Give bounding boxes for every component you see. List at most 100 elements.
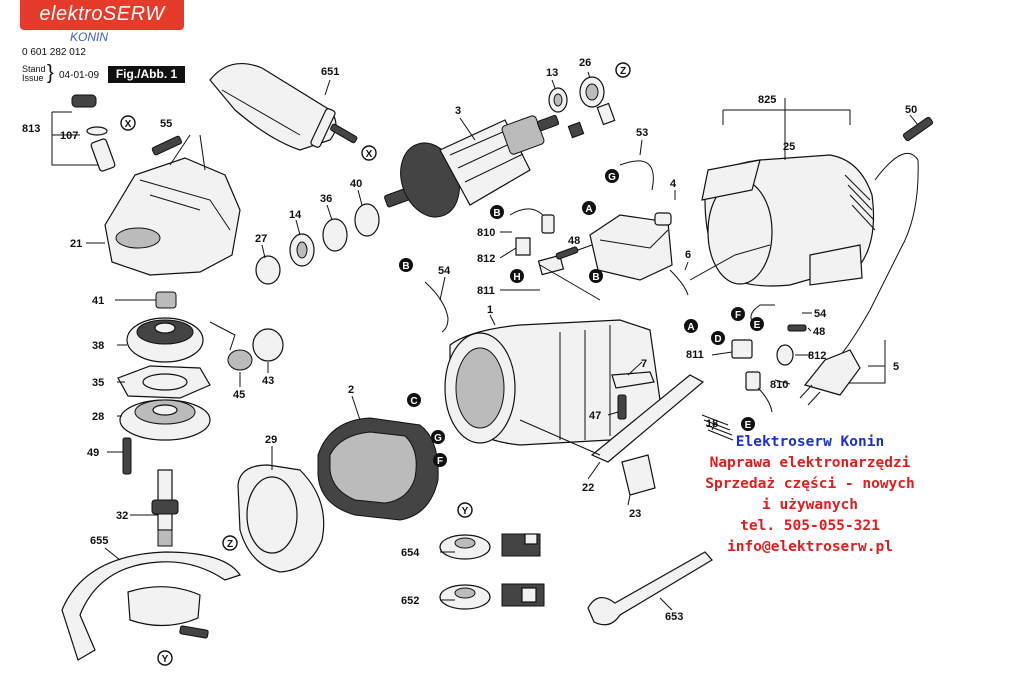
connector-markers: X X Z Z Y Y A A B B B C D E [120, 62, 764, 666]
logo-main-text: elektroSERW [39, 3, 165, 25]
connector-f-marker [731, 307, 745, 321]
connector-letter: B [402, 261, 409, 272]
shop-sales-cont: i używanych [761, 497, 859, 513]
connector-z-marker [615, 62, 631, 78]
spring-812-right [776, 344, 794, 366]
stand-label: Stand [22, 64, 46, 74]
connector-e-marker [741, 417, 755, 431]
connector-letter: G [608, 172, 616, 183]
screw-47 [617, 394, 627, 420]
part-label: 810 [477, 227, 495, 239]
connector-d-marker [711, 331, 725, 345]
brush-holder-right [731, 339, 753, 359]
connector-y-marker [157, 650, 173, 666]
part-label: 812 [477, 253, 495, 265]
connector-f-marker [433, 453, 447, 467]
part-label: 25 [783, 141, 795, 153]
shop-phone: tel. 505-055-321 [740, 518, 880, 534]
part-label: 810 [770, 379, 788, 391]
part-label: 7 [641, 358, 647, 370]
needle-bearing [155, 291, 177, 309]
power-cord [689, 244, 771, 281]
part-label: 655 [90, 535, 108, 547]
part-label: 50 [905, 104, 917, 116]
part-label: 13 [546, 67, 558, 79]
part-label: 54 [814, 308, 827, 320]
spring-18 [701, 414, 734, 441]
screw-49 [122, 437, 132, 475]
part-label: 38 [92, 340, 104, 352]
part-label: 652 [401, 595, 419, 607]
connector-letter: Y [162, 654, 169, 665]
part-label: 653 [665, 611, 683, 623]
part-label: 6 [685, 249, 691, 261]
part-label: 48 [813, 326, 825, 338]
wheel-guard [61, 551, 241, 661]
pinion-27 [255, 255, 281, 285]
figure-label: Fig./Abb. 1 [108, 66, 185, 83]
mains-plug [803, 349, 861, 396]
connector-letter: A [585, 204, 592, 215]
connector-letter: X [125, 119, 132, 130]
part-label: 813 [22, 123, 40, 135]
part-label: 21 [70, 238, 82, 250]
connector-letter: A [687, 322, 694, 333]
part-label: 3 [455, 105, 461, 117]
part-label: 811 [686, 349, 704, 361]
part-label: 28 [92, 411, 104, 423]
connector-b-marker [399, 258, 413, 272]
part-number-labels: 813 107 55 21 41 38 35 28 49 32 655 651 … [22, 57, 917, 623]
connector-letter: Y [462, 506, 469, 517]
part-label: 811 [477, 285, 495, 297]
bracket-813 [51, 112, 108, 166]
part-label: 29 [265, 434, 277, 446]
connector-y-marker [457, 502, 473, 518]
gear-housing [104, 157, 241, 276]
pin-spanner [587, 551, 713, 626]
part-label: 812 [808, 350, 826, 362]
switch-rod [590, 374, 705, 463]
connector-z-marker [222, 535, 238, 551]
connector-x-marker [120, 115, 136, 131]
shop-contact-info: Elektroserw Konin Naprawa elektronarzędz… [700, 432, 920, 558]
shop-service: Naprawa elektronarzędzi [709, 455, 911, 471]
connector-b-marker [490, 205, 504, 219]
part-label: 23 [629, 508, 641, 520]
part-label: 26 [579, 57, 591, 69]
part-label: 54 [438, 265, 451, 277]
brush-pin [90, 138, 116, 172]
part-label: 53 [636, 127, 648, 139]
part-label: 48 [568, 235, 580, 247]
slide-button [621, 454, 656, 496]
connector-h-marker [510, 269, 524, 283]
screw-50 [902, 116, 934, 142]
connector-x-marker [361, 145, 377, 161]
part-label: 825 [758, 94, 776, 106]
part-label: 18 [706, 418, 718, 430]
part-label: 107 [60, 130, 78, 142]
part-label: 1 [487, 304, 493, 316]
connector-letter: X [366, 149, 373, 160]
connector-letter: E [754, 320, 761, 331]
stand-issue-label: Stand Issue [22, 65, 46, 83]
connector-letter: B [493, 208, 500, 219]
part-label: 654 [401, 547, 420, 559]
document-number: 0 601 282 012 [22, 47, 86, 58]
connector-g-marker [431, 430, 445, 444]
nut-45 [227, 349, 253, 371]
part-label: 35 [92, 377, 104, 389]
issue-date: 04-01-09 [59, 70, 100, 81]
connector-a-marker [582, 201, 596, 215]
part-label: 47 [589, 410, 601, 422]
part-label: 43 [262, 375, 274, 387]
part-label: 651 [321, 66, 339, 78]
connector-letter: E [745, 420, 752, 431]
part-label: 36 [320, 193, 332, 205]
connector-letter: B [592, 272, 599, 283]
connector-c-marker [407, 393, 421, 407]
shop-sales: Sprzedaż części - nowych [705, 476, 915, 492]
part-label: 41 [92, 295, 104, 307]
part-label: 40 [350, 178, 362, 190]
